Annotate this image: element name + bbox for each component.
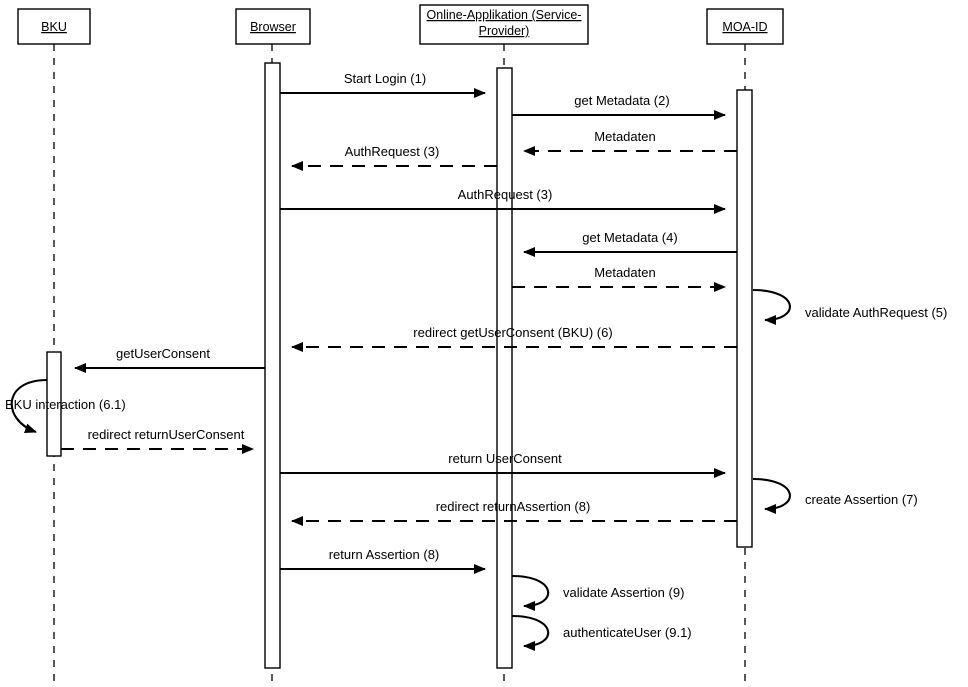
activation-browser bbox=[264, 62, 281, 669]
lifeline-label-sp-line2: Provider) bbox=[479, 24, 530, 38]
message-get-metadata-4[interactable]: get Metadata (4) bbox=[523, 230, 737, 257]
lifeline-label-bku: BKU bbox=[41, 20, 67, 34]
lifeline-head-bku[interactable]: BKU bbox=[17, 8, 91, 45]
message-redirect-returnassertion[interactable]: redirect returnAssertion (8) bbox=[291, 499, 737, 526]
message-label-start-login: Start Login (1) bbox=[344, 71, 426, 86]
lifeline-label-moaid: MOA-ID bbox=[722, 20, 767, 34]
message-label-redirect-returnassertion: redirect returnAssertion (8) bbox=[436, 499, 591, 514]
message-redirect-getuserconsent[interactable]: redirect getUserConsent (BKU) (6) bbox=[291, 325, 737, 352]
lifeline-head-moaid[interactable]: MOA-ID bbox=[706, 8, 784, 45]
message-label-get-metadata-4: get Metadata (4) bbox=[582, 230, 677, 245]
message-label-getuserconsent: getUserConsent bbox=[116, 346, 210, 361]
message-label-metadaten-2: Metadaten bbox=[594, 265, 655, 280]
activation-bku bbox=[46, 351, 62, 457]
message-metadaten-1[interactable]: Metadaten bbox=[523, 129, 737, 156]
lifeline-head-sp[interactable]: Online-Applikation (Service- Provider) bbox=[419, 4, 589, 45]
message-validate-assertion[interactable]: validate Assertion (9) bbox=[511, 574, 684, 611]
message-bku-interaction[interactable]: BKU interaction (6.1) bbox=[5, 378, 126, 434]
message-label-bku-interaction: BKU interaction (6.1) bbox=[5, 397, 126, 412]
lifeline-label-browser: Browser bbox=[250, 20, 296, 34]
message-redirect-returnuserconsent[interactable]: redirect returnUserConsent bbox=[61, 427, 254, 454]
lifeline-label-sp-line1: Online-Applikation (Service- bbox=[427, 8, 582, 22]
message-label-return-userconsent: return UserConsent bbox=[448, 451, 562, 466]
message-label-validate-assertion: validate Assertion (9) bbox=[563, 585, 684, 600]
message-label-metadaten-1: Metadaten bbox=[594, 129, 655, 144]
message-metadaten-2[interactable]: Metadaten bbox=[512, 265, 726, 292]
message-return-assertion[interactable]: return Assertion (8) bbox=[280, 547, 486, 574]
activation-moaid bbox=[736, 89, 753, 548]
message-return-userconsent[interactable]: return UserConsent bbox=[280, 451, 726, 478]
activation-sp bbox=[496, 67, 513, 669]
message-label-get-metadata-2: get Metadata (2) bbox=[574, 93, 669, 108]
message-label-authrequest-3a: AuthRequest (3) bbox=[345, 144, 440, 159]
message-label-authenticate-user: authenticateUser (9.1) bbox=[563, 625, 692, 640]
lifeline-head-browser[interactable]: Browser bbox=[235, 8, 311, 45]
message-create-assertion[interactable]: create Assertion (7) bbox=[752, 477, 918, 514]
message-authenticate-user[interactable]: authenticateUser (9.1) bbox=[511, 614, 692, 651]
message-getuserconsent[interactable]: getUserConsent bbox=[74, 346, 265, 373]
message-label-authrequest-3b: AuthRequest (3) bbox=[458, 187, 553, 202]
message-authrequest-3a[interactable]: AuthRequest (3) bbox=[291, 144, 497, 171]
message-validate-authrequest[interactable]: validate AuthRequest (5) bbox=[752, 288, 947, 325]
message-label-redirect-returnuserconsent: redirect returnUserConsent bbox=[88, 427, 245, 442]
message-get-metadata-2[interactable]: get Metadata (2) bbox=[512, 93, 726, 120]
message-label-return-assertion: return Assertion (8) bbox=[329, 547, 440, 562]
message-label-create-assertion: create Assertion (7) bbox=[805, 492, 918, 507]
message-label-validate-authrequest: validate AuthRequest (5) bbox=[805, 305, 947, 320]
message-authrequest-3b[interactable]: AuthRequest (3) bbox=[280, 187, 726, 214]
message-start-login[interactable]: Start Login (1) bbox=[280, 71, 486, 98]
message-label-redirect-getuserconsent: redirect getUserConsent (BKU) (6) bbox=[413, 325, 612, 340]
